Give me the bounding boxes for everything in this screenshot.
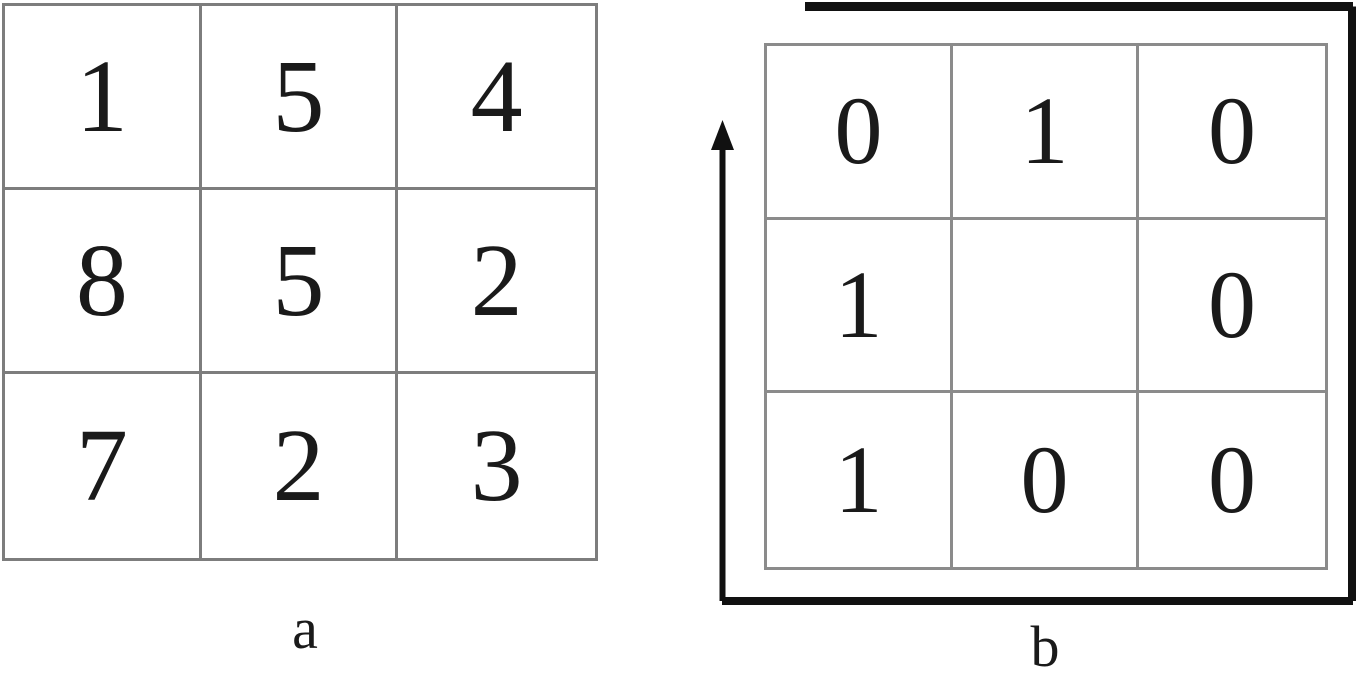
grid-cell: 5 — [201, 190, 399, 374]
grid-cell: 1 — [767, 393, 953, 567]
grid-cell: 0 — [767, 46, 953, 220]
grid-cell: 0 — [1139, 219, 1325, 394]
binary-pattern-grid: 0 1 0 1 0 1 0 0 — [764, 43, 1328, 570]
grid-cell: 2 — [201, 374, 399, 558]
grid-cell: 4 — [398, 6, 595, 190]
grid-cell-center-empty — [953, 219, 1139, 394]
grid-cell: 1 — [953, 46, 1139, 220]
grid-cell: 0 — [953, 393, 1139, 567]
grid-cell: 1 — [767, 219, 953, 394]
grid-cell: 8 — [5, 190, 202, 374]
grid-cell: 0 — [1139, 393, 1325, 567]
grid-cell: 3 — [398, 374, 595, 558]
grid-cell: 2 — [398, 190, 595, 374]
grid-cell: 7 — [5, 374, 202, 558]
panel-caption-a: a — [292, 596, 318, 661]
grid-cell: 1 — [5, 6, 202, 190]
arrowhead-up-icon — [711, 120, 734, 150]
panel-caption-b: b — [1030, 614, 1060, 679]
grid-cell: 5 — [201, 6, 399, 190]
pixel-intensity-grid: 1 5 4 8 5 2 7 2 3 — [2, 3, 598, 561]
grid-cell: 0 — [1139, 46, 1325, 220]
